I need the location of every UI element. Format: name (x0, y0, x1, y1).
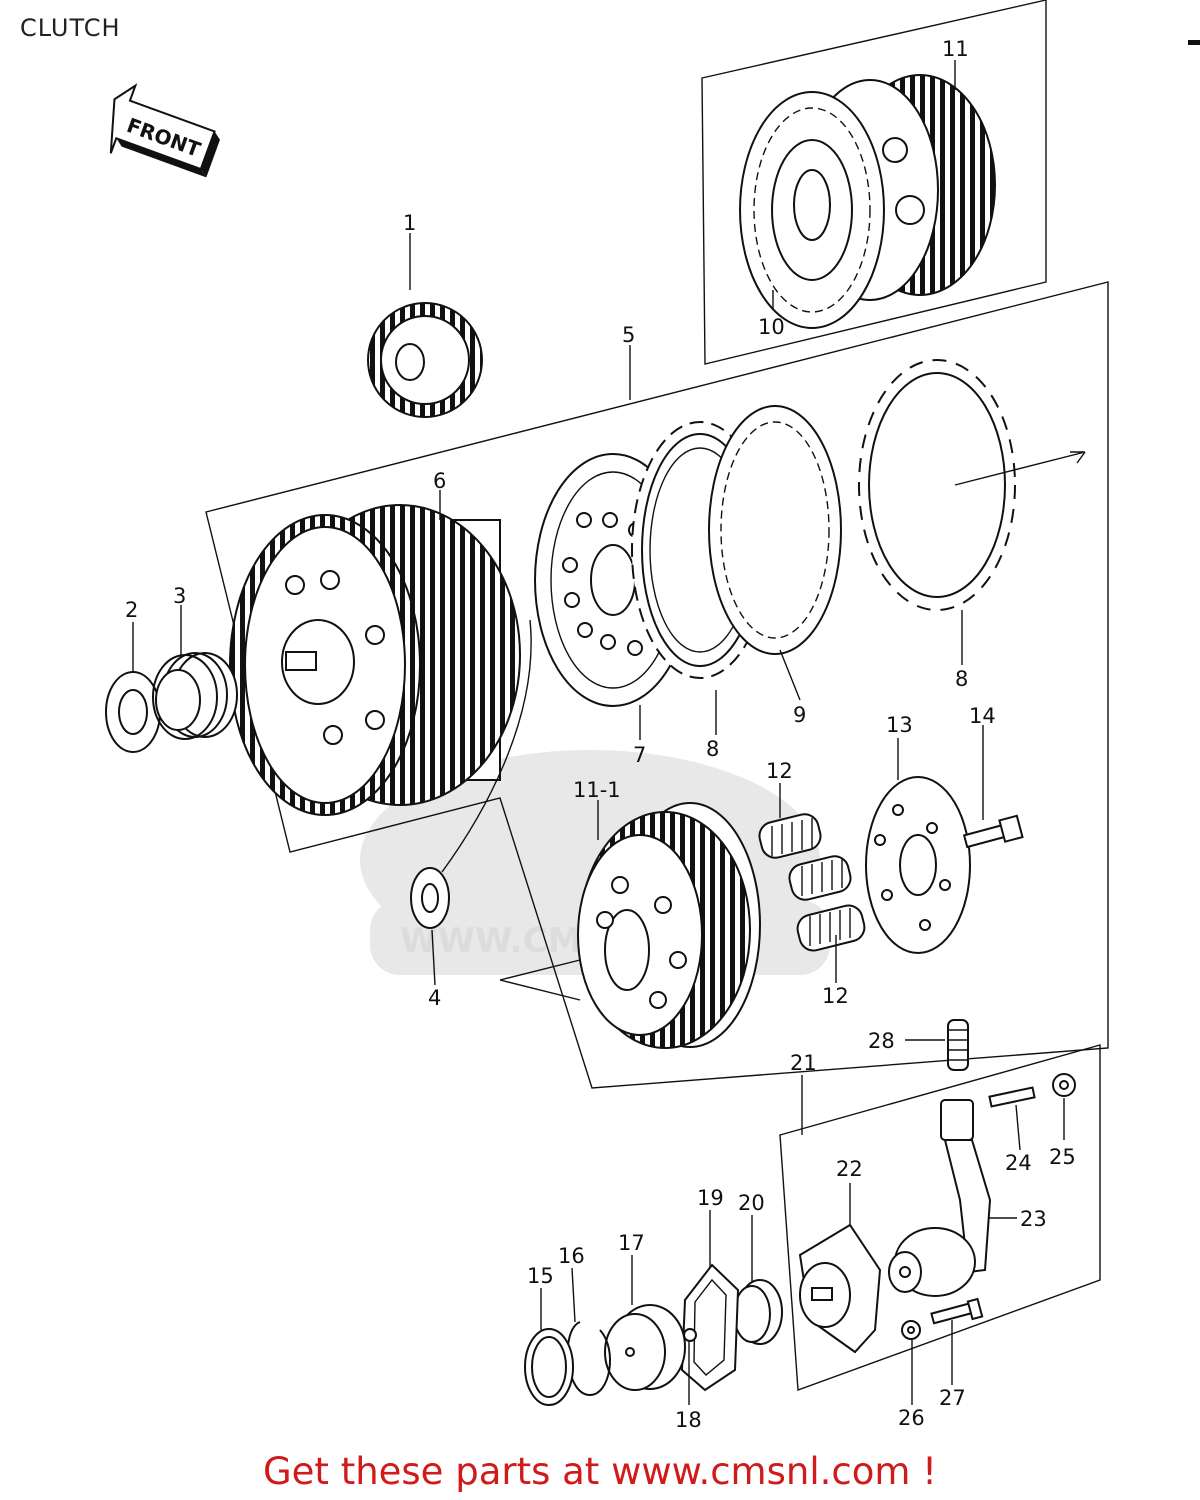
label-24: 24 (1005, 1151, 1032, 1175)
part-10-plate (739, 91, 885, 329)
label-27: 27 (939, 1386, 966, 1410)
label-25: 25 (1049, 1145, 1076, 1169)
label-12a: 12 (766, 759, 793, 783)
label-20: 20 (738, 1191, 765, 1215)
label-22: 22 (836, 1157, 863, 1181)
part-15-oring (524, 1328, 574, 1406)
label-28: 28 (868, 1029, 895, 1053)
part-19-gasket (680, 1263, 740, 1392)
label-4: 4 (428, 986, 441, 1010)
label-1: 1 (403, 211, 416, 235)
label-12b: 12 (822, 984, 849, 1008)
part-4-washer (410, 867, 450, 929)
edge-mark (1188, 40, 1200, 45)
part-13-spring-plate (865, 776, 971, 954)
label-13: 13 (886, 713, 913, 737)
label-15: 15 (527, 1264, 554, 1288)
label-18: 18 (675, 1408, 702, 1432)
part-24-pin (988, 1086, 1036, 1108)
label-11-1: 11-1 (573, 778, 621, 802)
label-19: 19 (697, 1186, 724, 1210)
label-23: 23 (1020, 1207, 1047, 1231)
part-27-screw (930, 1297, 984, 1325)
part-3-spring (152, 652, 238, 740)
label-17: 17 (618, 1231, 645, 1255)
part-26-washer (901, 1320, 921, 1340)
label-2: 2 (125, 598, 138, 622)
label-10: 10 (758, 315, 785, 339)
group-box-11 (701, 0, 1047, 365)
label-3: 3 (173, 584, 186, 608)
leader-4b (499, 959, 581, 1001)
part-6-hub (229, 504, 521, 816)
label-8b: 8 (955, 667, 968, 691)
group-box-21 (779, 1044, 1101, 1391)
part-9-steel-plate (708, 405, 842, 655)
label-26: 26 (898, 1406, 925, 1430)
label-7: 7 (633, 743, 646, 767)
part-20-seal (733, 1279, 783, 1345)
front-arrow-icon: FRONT (109, 83, 220, 178)
part-22-housing (798, 1223, 882, 1354)
label-14: 14 (969, 704, 996, 728)
part-2-washer (105, 671, 161, 753)
label-16: 16 (558, 1244, 585, 1268)
label-9: 9 (793, 703, 806, 727)
part-1-gear (367, 302, 483, 418)
part-11-1-inner-hub (577, 802, 761, 1049)
label-5: 5 (622, 323, 635, 347)
part-16-circlip (566, 1321, 612, 1397)
part-14-bolt (962, 814, 1024, 849)
group-box-5 (205, 281, 1109, 1089)
part-25-nut (1052, 1073, 1076, 1097)
label-21: 21 (790, 1051, 817, 1075)
part-17-cover (604, 1304, 686, 1391)
promo-banner-link[interactable]: Get these parts at www.cmsnl.com ! (262, 1450, 937, 1493)
leader-4 (441, 619, 532, 873)
part-8-friction-plate-b (858, 359, 1086, 611)
part-18-pin (683, 1328, 697, 1342)
diagram-title: CLUTCH (20, 14, 121, 42)
part-23-lever (888, 1099, 992, 1297)
label-6: 6 (433, 469, 446, 493)
leader-lines (132, 60, 1065, 1405)
label-8a: 8 (706, 737, 719, 761)
part-28-spring (947, 1019, 969, 1071)
label-11: 11 (942, 37, 969, 61)
